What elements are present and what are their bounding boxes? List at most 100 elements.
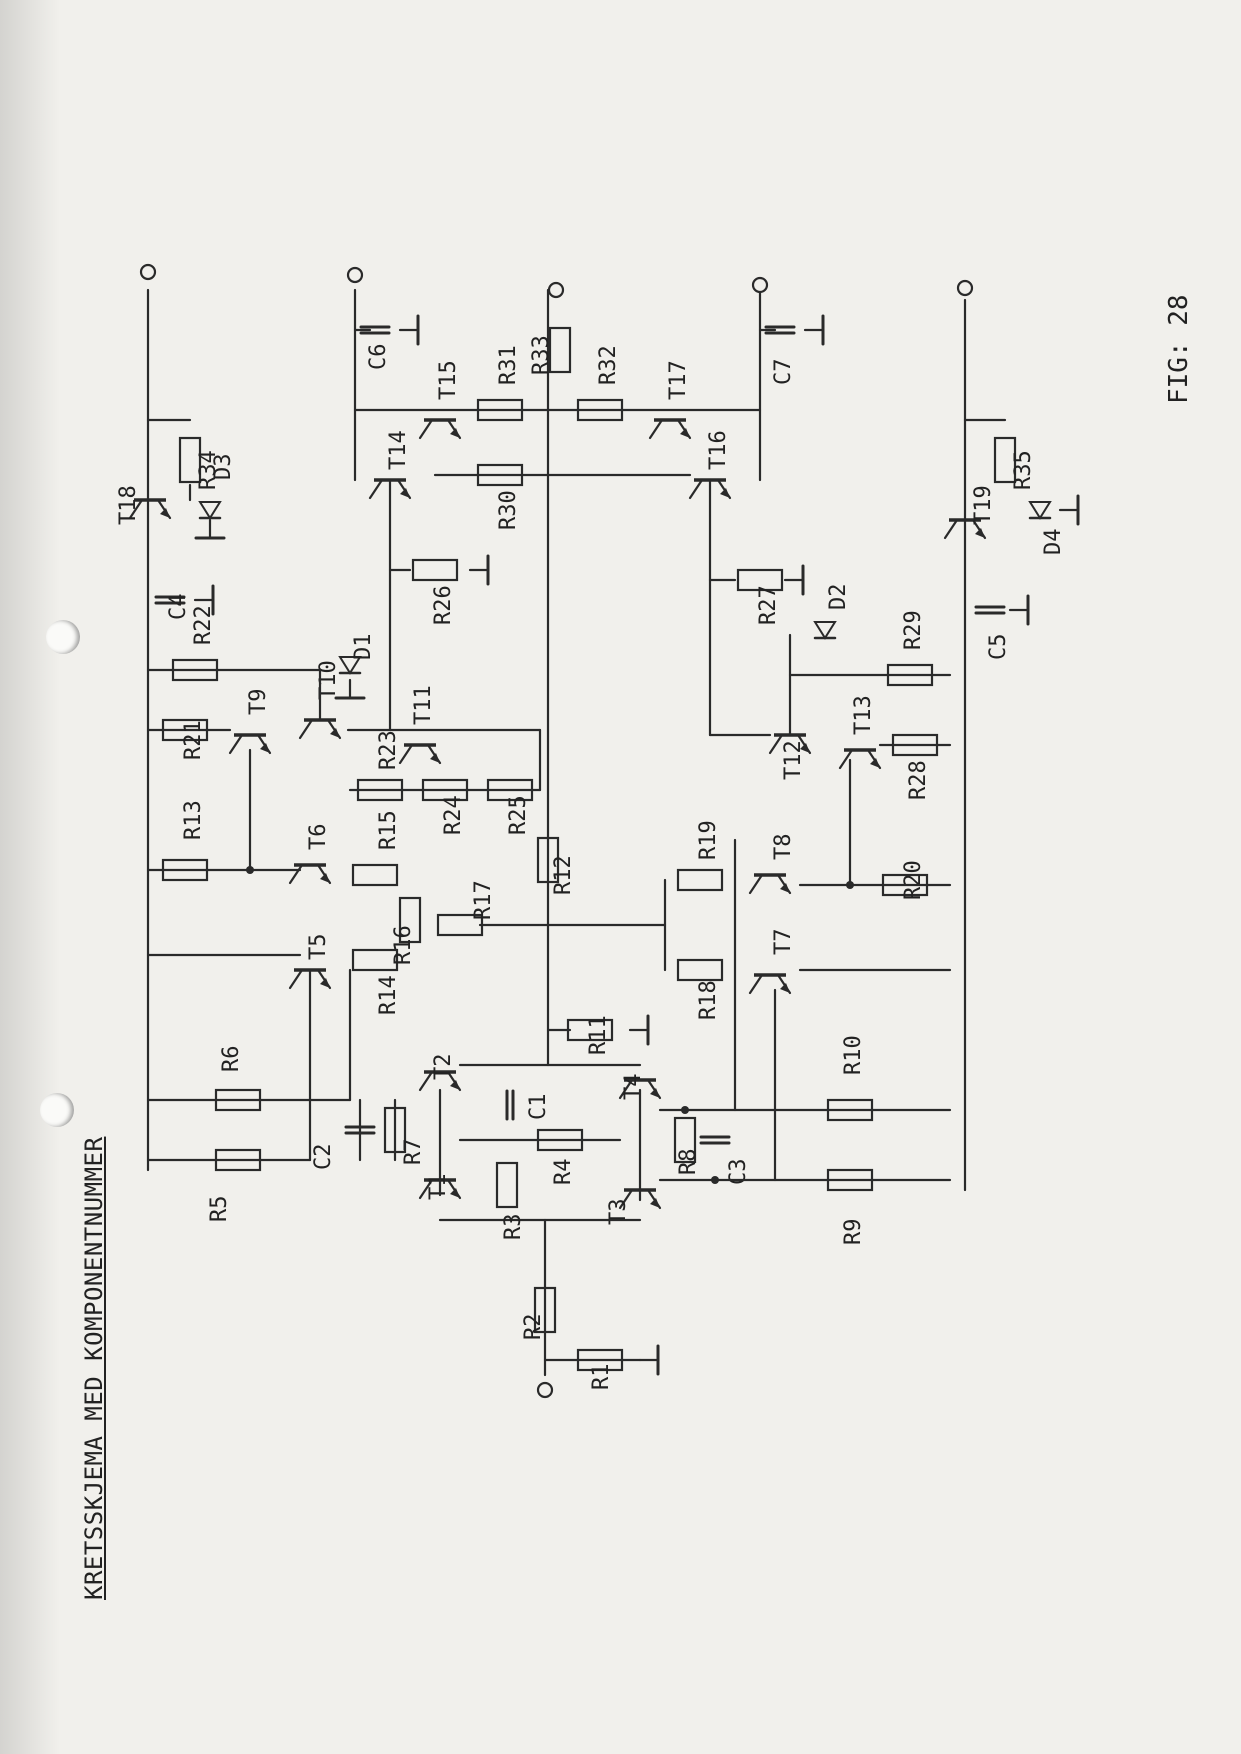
diode-d4 (1028, 501, 1052, 520)
label-t19: T19 (971, 485, 996, 525)
resistor-r33 (548, 326, 572, 374)
transistor-arrow (780, 883, 790, 893)
terminal (346, 266, 364, 284)
label-r7: R7 (401, 1139, 426, 1166)
resistor-r22 (171, 658, 219, 682)
terminal (547, 281, 565, 299)
transistor-arrow (330, 728, 340, 738)
transistor-arrow (650, 1088, 660, 1098)
resistor-r1 (576, 1348, 624, 1372)
resistor-r6 (214, 1088, 262, 1112)
transistor-arrow (450, 428, 460, 438)
transistor-arrow (975, 528, 985, 538)
label-c4: C4 (166, 594, 191, 621)
label-t13: T13 (851, 695, 876, 735)
label-r27: R27 (756, 585, 781, 625)
wire (288, 863, 304, 885)
transistor-arrow (450, 1080, 460, 1090)
label-r29: R29 (901, 610, 926, 650)
wire (298, 718, 314, 740)
label-r24: R24 (441, 795, 466, 835)
label-r14: R14 (376, 975, 401, 1015)
label-r19: R19 (696, 820, 721, 860)
label-r18: R18 (696, 980, 721, 1020)
resistor-r16 (398, 896, 422, 944)
resistor-r12 (536, 836, 560, 884)
label-t7: T7 (771, 929, 796, 956)
label-r13: R13 (181, 800, 206, 840)
resistor-r18 (676, 958, 724, 982)
wire (418, 1178, 434, 1200)
label-t16: T16 (706, 430, 731, 470)
label-t15: T15 (436, 360, 461, 400)
label-r20: R20 (901, 860, 926, 900)
label-t12: T12 (781, 740, 806, 780)
label-r21: R21 (181, 720, 206, 760)
diode-d2 (813, 621, 837, 640)
label-r2: R2 (521, 1314, 546, 1341)
resistor-r19 (676, 868, 724, 892)
transistor-arrow (780, 983, 790, 993)
transistor-arrow (320, 978, 330, 988)
transistor-arrow (160, 508, 170, 518)
resistor-r10 (826, 1098, 874, 1122)
resistor-r31 (476, 398, 524, 422)
terminal (536, 1381, 554, 1399)
resistor-r34 (178, 436, 202, 484)
punch-hole-bottom (40, 1093, 74, 1127)
label-r33: R33 (529, 335, 554, 375)
resistor-r30 (476, 463, 524, 487)
wire (618, 1188, 634, 1210)
scan-shadow (0, 0, 60, 1754)
wire (748, 973, 764, 995)
transistor-arrow (680, 428, 690, 438)
transistor-arrow (320, 873, 330, 883)
transistor-arrow (720, 488, 730, 498)
resistor-r5 (214, 1148, 262, 1172)
label-r30: R30 (496, 490, 521, 530)
punch-hole-top (46, 620, 80, 654)
label-r11: R11 (586, 1015, 611, 1055)
junction-dot (846, 881, 854, 889)
label-t5: T5 (306, 934, 331, 961)
transistor-arrow (400, 488, 410, 498)
label-r26: R26 (431, 585, 456, 625)
resistor-r8 (673, 1116, 697, 1164)
label-r12: R12 (551, 855, 576, 895)
label-r28: R28 (906, 760, 931, 800)
wire (418, 1070, 434, 1092)
terminal (751, 276, 769, 294)
label-t2: T2 (431, 1054, 456, 1081)
resistor-r2 (533, 1286, 557, 1334)
junction-dot (246, 866, 254, 874)
transistor-arrow (800, 743, 810, 753)
label-r1: R1 (589, 1364, 614, 1391)
label-r32: R32 (596, 345, 621, 385)
wire (943, 518, 959, 540)
terminal (956, 279, 974, 297)
label-c5: C5 (986, 634, 1011, 661)
wire (688, 478, 704, 500)
label-t4: T4 (621, 1074, 646, 1101)
label-d4: D4 (1041, 529, 1066, 556)
junction-dot (681, 1106, 689, 1114)
label-r5: R5 (207, 1196, 232, 1223)
wire (748, 873, 764, 895)
label-r23: R23 (376, 730, 401, 770)
resistor-r13 (161, 858, 209, 882)
label-r6: R6 (219, 1046, 244, 1073)
label-r25: R25 (506, 795, 531, 835)
label-r31: R31 (496, 345, 521, 385)
label-c6: C6 (366, 344, 391, 371)
label-c2: C2 (311, 1144, 336, 1171)
label-r4: R4 (551, 1159, 576, 1186)
label-t18: T18 (116, 485, 141, 525)
resistor-r26 (411, 558, 459, 582)
label-t17: T17 (666, 360, 691, 400)
diode-d3 (198, 501, 222, 520)
transistor-arrow (450, 1188, 460, 1198)
label-c7: C7 (771, 359, 796, 386)
label-d1: D1 (351, 634, 376, 661)
label-r17: R17 (471, 880, 496, 920)
